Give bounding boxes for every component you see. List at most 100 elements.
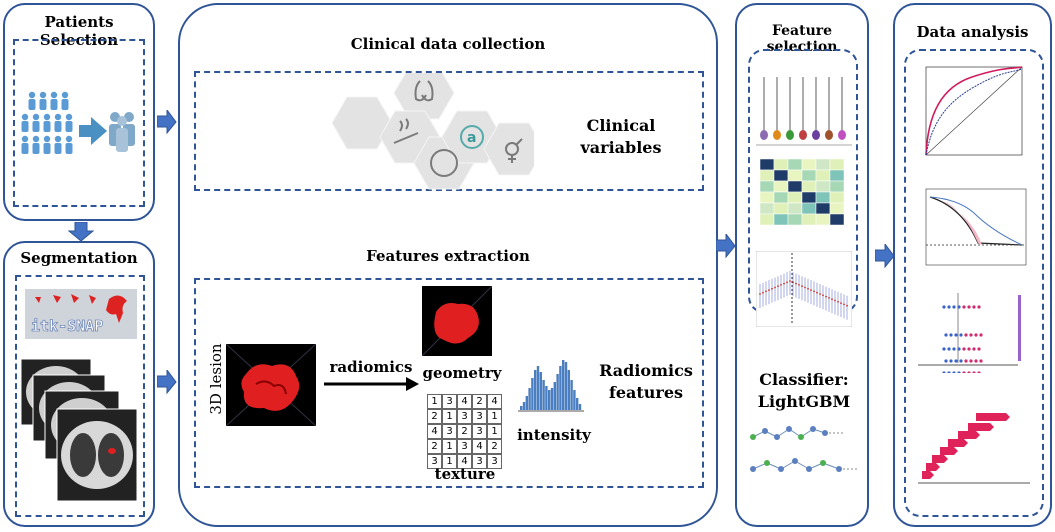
heatmap-cell bbox=[801, 169, 817, 182]
heatmap-cell bbox=[773, 180, 789, 193]
arrow-down-icon bbox=[68, 222, 94, 242]
waterfall-bar bbox=[976, 413, 1010, 421]
texture-cell: 2 bbox=[472, 394, 487, 409]
data-analysis-title: Data analysis bbox=[916, 23, 1029, 41]
heatmap-cell bbox=[829, 180, 845, 193]
texture-cell: 3 bbox=[472, 424, 487, 439]
waterfall-bar bbox=[958, 431, 980, 439]
decision-trees-icon bbox=[750, 426, 859, 472]
arrow-right-icon bbox=[157, 370, 177, 394]
tree-node bbox=[822, 430, 828, 436]
heatmap-cell bbox=[801, 202, 817, 215]
heatmap-cell bbox=[801, 191, 817, 204]
heatmap-cell bbox=[787, 191, 803, 204]
texture-cell: 4 bbox=[487, 394, 502, 409]
heatmap-cell bbox=[787, 202, 803, 215]
histogram-bar bbox=[539, 372, 542, 410]
heatmap-cell bbox=[773, 159, 789, 171]
heatmap-cell bbox=[773, 202, 789, 215]
histogram-bar bbox=[536, 366, 540, 410]
data-analysis-panel: Data analysis bbox=[893, 3, 1052, 527]
histogram-bar bbox=[550, 388, 554, 410]
lesion-3d-image bbox=[226, 344, 316, 426]
histogram-bar bbox=[559, 366, 562, 410]
texture-cell: 1 bbox=[427, 394, 442, 409]
texture-cell: 3 bbox=[427, 454, 442, 469]
heatmap-cell bbox=[759, 202, 775, 215]
tree-node bbox=[792, 458, 798, 464]
waterfall-bar bbox=[940, 447, 958, 455]
histogram-bar bbox=[545, 386, 548, 410]
patients-selection-panel: Patients Selection bbox=[3, 3, 155, 221]
tree-node bbox=[820, 460, 826, 466]
heatmap-cell bbox=[829, 191, 845, 204]
tree-node bbox=[762, 428, 768, 434]
classifier-label: Classifier: LightGBM bbox=[737, 369, 871, 413]
histogram-bar bbox=[553, 382, 556, 410]
heatmap-cell bbox=[815, 213, 831, 226]
decision-curve-image bbox=[925, 188, 1027, 266]
heatmap-cell bbox=[801, 159, 817, 171]
segmentation-panel: Segmentation itk-SNAP bbox=[3, 241, 155, 527]
tree-node bbox=[836, 466, 842, 472]
texture-cell: 4 bbox=[457, 454, 472, 469]
heatmap-cell bbox=[787, 169, 803, 182]
tree-node bbox=[798, 434, 804, 440]
tree-node bbox=[786, 426, 792, 432]
heatmap-cell bbox=[815, 202, 831, 215]
heatmap-cell bbox=[815, 159, 831, 171]
radiomics-method-label: radiomics bbox=[329, 358, 413, 376]
texture-cell: 4 bbox=[457, 394, 472, 409]
heatmap-cell bbox=[829, 202, 845, 215]
heatmap-cell bbox=[829, 159, 845, 171]
texture-cell: 1 bbox=[487, 409, 502, 424]
arrow-right-icon bbox=[875, 244, 895, 268]
violin-shape bbox=[773, 130, 781, 140]
waterfall-bar bbox=[922, 471, 934, 479]
heatmap-cell bbox=[829, 169, 845, 182]
histogram-bar bbox=[525, 396, 528, 410]
texture-cell: 1 bbox=[442, 454, 457, 469]
heatmap-cell bbox=[759, 180, 775, 193]
geometry-image bbox=[422, 286, 492, 356]
texture-cell: 2 bbox=[427, 409, 442, 424]
histogram-bar bbox=[522, 402, 526, 410]
texture-cell: 3 bbox=[442, 424, 457, 439]
data-collection-panel: Clinical data collection a Clinical v bbox=[178, 3, 718, 527]
itk-snap-logo: itk-SNAP bbox=[25, 289, 137, 339]
texture-cell: 4 bbox=[427, 424, 442, 439]
shap-waterfall-image bbox=[918, 413, 1030, 484]
texture-cell: 2 bbox=[487, 439, 502, 454]
heatmap-cell bbox=[773, 191, 789, 204]
clinical-variables-line1: Clinical bbox=[586, 116, 656, 135]
radiomics-features-line1: Radiomics bbox=[599, 361, 693, 380]
violin-shape bbox=[786, 130, 794, 140]
classifier-line2: LightGBM bbox=[757, 392, 851, 411]
clinical-variables-line2: variables bbox=[580, 138, 662, 157]
waterfall-bar bbox=[932, 455, 948, 463]
radiomics-features-label: Radiomics features bbox=[596, 360, 696, 404]
features-extraction-title: Features extraction bbox=[366, 247, 530, 265]
shap-summary-image bbox=[918, 293, 1021, 373]
segmentation-dashed-box: itk-SNAP bbox=[15, 275, 145, 517]
histogram-bar bbox=[562, 360, 565, 410]
feature-selection-title: Feature selection bbox=[766, 23, 838, 55]
heatmap-cell bbox=[787, 159, 803, 171]
feature-selection-dashed-box bbox=[748, 49, 858, 327]
heatmap-cell bbox=[815, 169, 831, 182]
heatmap-cell bbox=[801, 213, 817, 226]
arrow-right-icon bbox=[324, 377, 419, 391]
texture-cell: 2 bbox=[427, 439, 442, 454]
waterfall-bar bbox=[948, 439, 968, 447]
histogram-bar bbox=[567, 370, 570, 410]
texture-cell: 3 bbox=[487, 454, 502, 469]
heatmap-cell bbox=[787, 180, 803, 193]
histogram-bar bbox=[578, 404, 582, 410]
texture-cell: 3 bbox=[472, 409, 487, 424]
svg-text:a: a bbox=[467, 130, 476, 146]
tree-node bbox=[750, 434, 756, 440]
heatmap-cell bbox=[829, 213, 845, 226]
violin-shape bbox=[825, 130, 833, 140]
